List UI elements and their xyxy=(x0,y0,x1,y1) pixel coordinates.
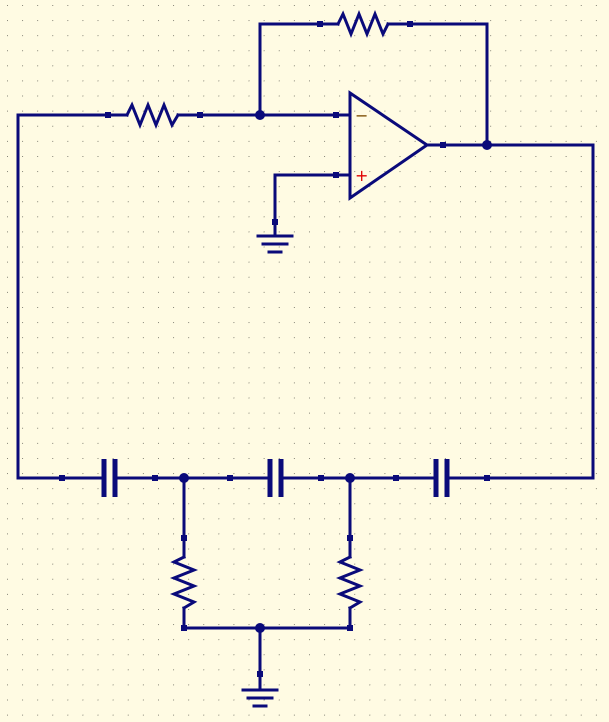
wire-feedback-right[interactable] xyxy=(408,22,489,147)
capacitor-3[interactable] xyxy=(393,459,490,497)
capacitor-1[interactable] xyxy=(59,459,158,497)
wire-left-loop[interactable] xyxy=(16,113,110,480)
ground-symbol-top xyxy=(256,219,294,254)
inverting-input-sign: − xyxy=(355,106,368,125)
ground-symbol-bottom xyxy=(241,671,279,708)
junction-node xyxy=(255,110,265,120)
wire-noninverting-to-ground[interactable] xyxy=(273,173,338,224)
op-amp[interactable]: − + xyxy=(333,90,446,201)
feedback-resistor[interactable] xyxy=(317,9,413,39)
wire-feedback-left[interactable] xyxy=(258,22,322,117)
wire-output-loop[interactable] xyxy=(441,143,595,480)
output-junction-node xyxy=(482,140,492,150)
non-inverting-input-sign: + xyxy=(355,166,368,185)
